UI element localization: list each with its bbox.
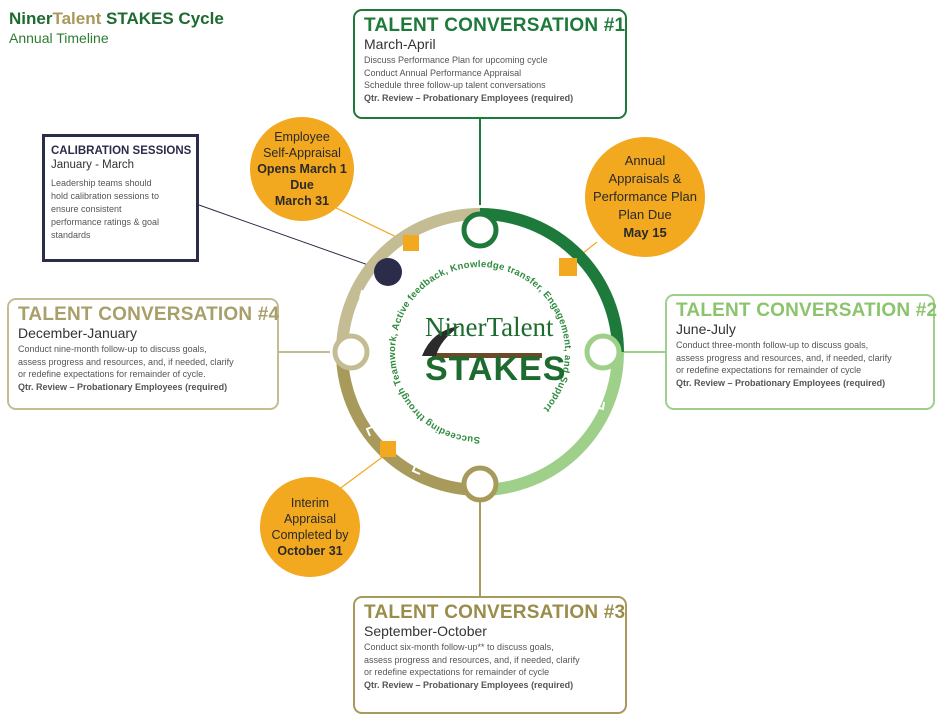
ring-arrows <box>359 230 605 475</box>
tc1-line-2: Conduct Annual Performance Appraisal <box>364 67 522 78</box>
annual-line-1: Annual <box>624 153 666 168</box>
logo-ninertalent: NinerTalent <box>425 312 554 342</box>
talent-conversation-3-box: TALENT CONVERSATION #3 September-October… <box>353 596 627 714</box>
self-appraisal-line-5: March 31 <box>274 194 330 208</box>
ring-segment-q2 <box>479 351 624 496</box>
title-stakes-cycle: STAKES Cycle <box>101 9 224 28</box>
annual-appraisal-deadline: Annual Appraisals & Performance Plan Pla… <box>585 137 705 257</box>
talent-conversation-2-box: TALENT CONVERSATION #2 June-July Conduct… <box>665 294 937 410</box>
tc2-required: Qtr. Review – Probationary Employees (re… <box>676 377 886 388</box>
tc2-line-2: assess progress and resources, and, if n… <box>676 352 892 363</box>
ring-segment-q4 <box>336 208 481 353</box>
tc3-line-3: or redefine expectations for remainder o… <box>364 667 550 678</box>
page-title: NinerTalent STAKES Cycle <box>9 9 224 29</box>
calibration-line-5: standards <box>51 230 91 240</box>
tc1-months: March-April <box>364 36 436 52</box>
tc2-line-1: Conduct three-month follow-up to discuss… <box>676 340 869 350</box>
interim-line-4: October 31 <box>277 544 343 558</box>
calibration-line-1: Leadership teams should <box>51 178 152 188</box>
annual-line-2: Appraisals & <box>608 171 682 186</box>
interim-line-3: Completed by <box>271 528 349 542</box>
annual-line-5: May 15 <box>623 225 667 240</box>
calibration-line-4: performance ratings & goal <box>51 217 160 227</box>
marker-interim <box>380 441 396 457</box>
calibration-heading: CALIBRATION SESSIONS <box>51 145 192 157</box>
calibration-line-3: ensure consistent <box>51 204 122 214</box>
self-appraisal-deadline: Employee Self-Appraisal Opens March 1 Du… <box>250 117 354 221</box>
interim-appraisal-deadline: Interim Appraisal Completed by October 3… <box>260 477 360 577</box>
marker-self-appraisal <box>403 235 419 251</box>
title-talent: Talent <box>52 9 102 28</box>
pickaxe-icon <box>422 326 542 358</box>
tc3-required: Qtr. Review – Probationary Employees (re… <box>364 679 574 690</box>
tc1-line-3: Schedule three follow-up talent conversa… <box>364 80 546 91</box>
annual-line-3: Performance Plan <box>592 189 698 204</box>
calibration-months: January - March <box>51 159 135 171</box>
ninertalent-stakes-logo: NinerTalent STAKES <box>425 312 567 388</box>
self-appraisal-line-3: Opens March 1 <box>257 162 347 176</box>
tc4-line-1: Conduct nine-month follow-up to discuss … <box>18 344 207 354</box>
tc4-line-3: or redefine expectations for remainder o… <box>18 369 206 380</box>
annual-line-4: Plan Due <box>618 207 672 222</box>
ring-segment-q1 <box>479 208 624 353</box>
marker-annual <box>559 258 577 276</box>
tc3-months: September-October <box>364 623 487 639</box>
tc4-required: Qtr. Review – Probationary Employees (re… <box>18 381 228 392</box>
milestone-tc2 <box>584 333 622 371</box>
milestone-tc1 <box>461 211 499 249</box>
tc4-line-2: assess progress and resources, and, if n… <box>18 356 234 367</box>
title-niner: Niner <box>9 9 53 28</box>
talent-conversation-1-box: TALENT CONVERSATION #1 March-April Discu… <box>353 9 627 119</box>
page-subtitle: Annual Timeline <box>9 30 109 46</box>
self-appraisal-line-4: Due <box>290 178 314 192</box>
tc3-heading: TALENT CONVERSATION #3 <box>364 602 626 623</box>
interim-line-1: Interim <box>290 496 330 510</box>
tc2-months: June-July <box>676 321 736 337</box>
connector-calibration <box>198 204 389 273</box>
tc1-required: Qtr. Review – Probationary Employees (re… <box>364 92 574 103</box>
tc3-line-1: Conduct six-month follow-up** to discuss… <box>364 642 554 652</box>
interim-line-2: Appraisal <box>283 512 337 526</box>
calibration-dot <box>374 258 402 286</box>
tc1-heading: TALENT CONVERSATION #1 <box>364 15 626 36</box>
logo-stakes: STAKES <box>425 350 567 388</box>
self-appraisal-line-2: Self-Appraisal <box>263 146 341 160</box>
tc2-line-3: or redefine expectations for remainder o… <box>676 365 862 376</box>
tc3-line-2: assess progress and resources, and, if n… <box>364 654 580 665</box>
calibration-sessions-box: CALIBRATION SESSIONS January - March Lea… <box>42 134 199 262</box>
milestone-tc4 <box>332 333 370 371</box>
tc2-heading: TALENT CONVERSATION #2 <box>676 300 937 321</box>
calibration-line-2: hold calibration sessions to <box>51 191 160 201</box>
tc4-months: December-January <box>18 325 138 341</box>
milestone-tc3 <box>461 465 499 503</box>
self-appraisal-line-1: Employee <box>274 130 330 144</box>
talent-conversation-4-box: TALENT CONVERSATION #4 December-January … <box>7 298 279 410</box>
tc1-line-1: Discuss Performance Plan for upcoming cy… <box>364 55 548 65</box>
tc4-heading: TALENT CONVERSATION #4 <box>18 304 280 325</box>
